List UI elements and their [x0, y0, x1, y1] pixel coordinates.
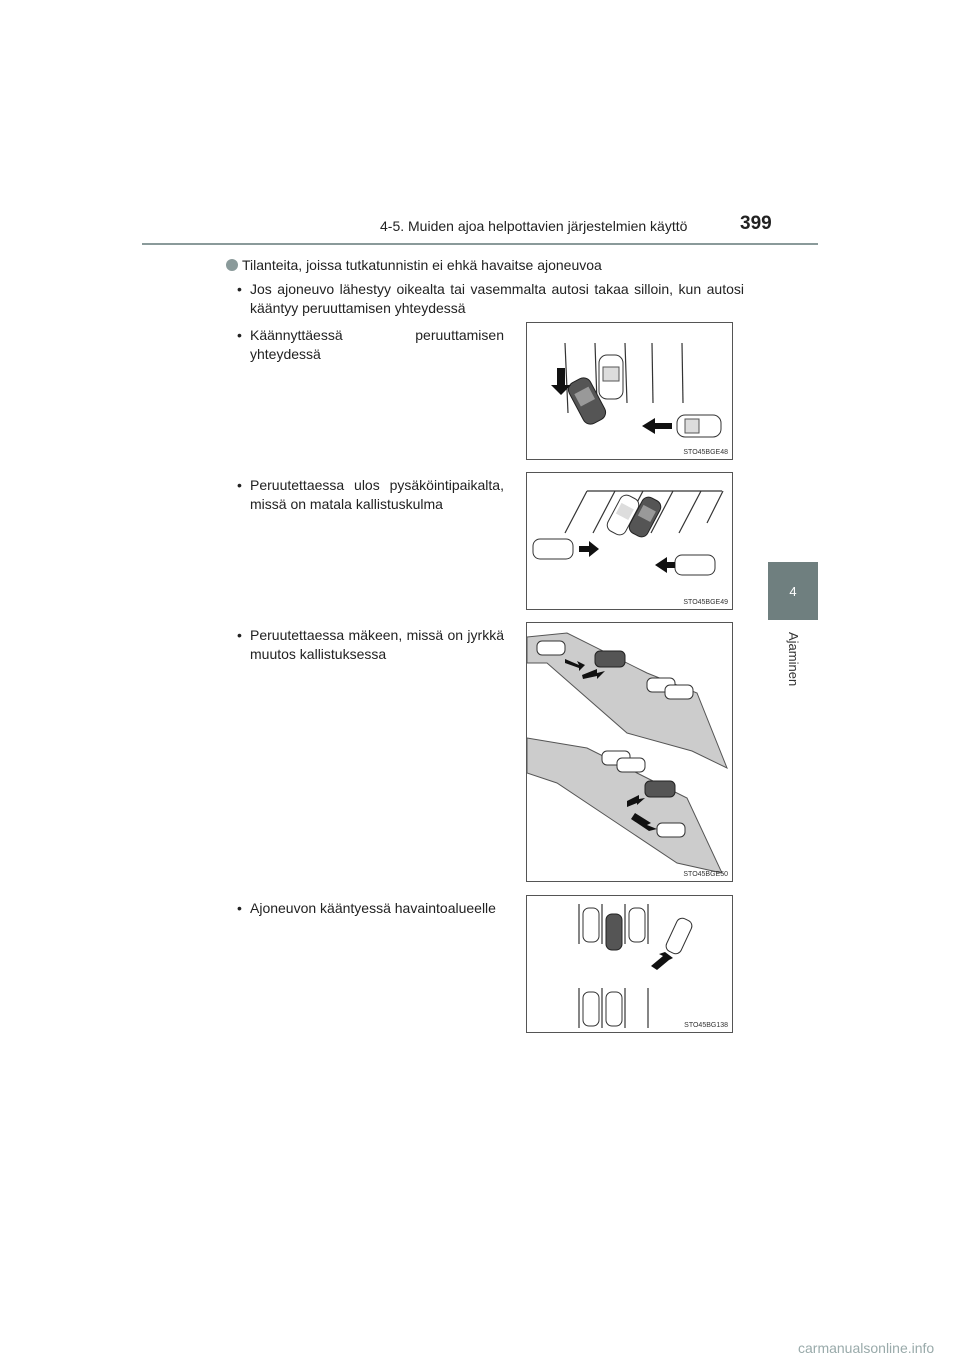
bullet-text: Käännyttäessä peruuttamisen yhteydessä [250, 327, 504, 362]
heading-text: Tilanteita, joissa tutkatunnistin ei ehk… [242, 257, 602, 273]
chapter-label: Ajaminen [786, 632, 801, 687]
bullet-item: •Peruutettaessa mäkeen, missä on jyrkkä … [237, 627, 504, 662]
bullet-item: •Jos ajoneuvo lähestyy oikealta tai vase… [237, 281, 744, 316]
figure-reversing-turn: STO45BGE48 [526, 322, 733, 460]
figure-code: STO45BG138 [684, 1022, 728, 1029]
bullet-text: Peruutettaessa mäkeen, missä on jyrkkä m… [250, 627, 504, 662]
figure-code: STO45BGE48 [683, 449, 728, 456]
bullet-text: Ajoneuvon kääntyessä havaintoalueelle [250, 900, 496, 916]
bullet-circle-icon [226, 259, 238, 271]
figure-code: STO45BGE50 [683, 871, 728, 878]
header-divider [142, 243, 818, 245]
chapter-tab[interactable]: 4 [768, 562, 818, 620]
chapter-number: 4 [789, 583, 797, 599]
figure-detection-area: STO45BG138 [526, 895, 733, 1033]
figure-angled-parking: STO45BGE49 [526, 472, 733, 610]
section-header: 4-5. Muiden ajoa helpottavien järjestelm… [380, 218, 688, 234]
bullet-item: •Peruutettaessa ulos pysäköintipaikalta,… [237, 477, 504, 512]
bullet-text: Peruutettaessa ulos pysäköintipaikalta, … [250, 477, 504, 512]
watermark: carmanualsonline.info [798, 1340, 935, 1356]
bullet-item: •Ajoneuvon kääntyessä havaintoalueelle [237, 900, 496, 916]
page-number: 399 [740, 213, 772, 234]
bullet-item: •Käännyttäessä peruuttamisen yhteydessä [237, 327, 504, 362]
section-heading: Tilanteita, joissa tutkatunnistin ei ehk… [226, 257, 602, 273]
figure-slope-reversing: STO45BGE50 [526, 622, 733, 882]
bullet-text: Jos ajoneuvo lähestyy oikealta tai vasem… [250, 281, 744, 316]
figure-code: STO45BGE49 [683, 599, 728, 606]
